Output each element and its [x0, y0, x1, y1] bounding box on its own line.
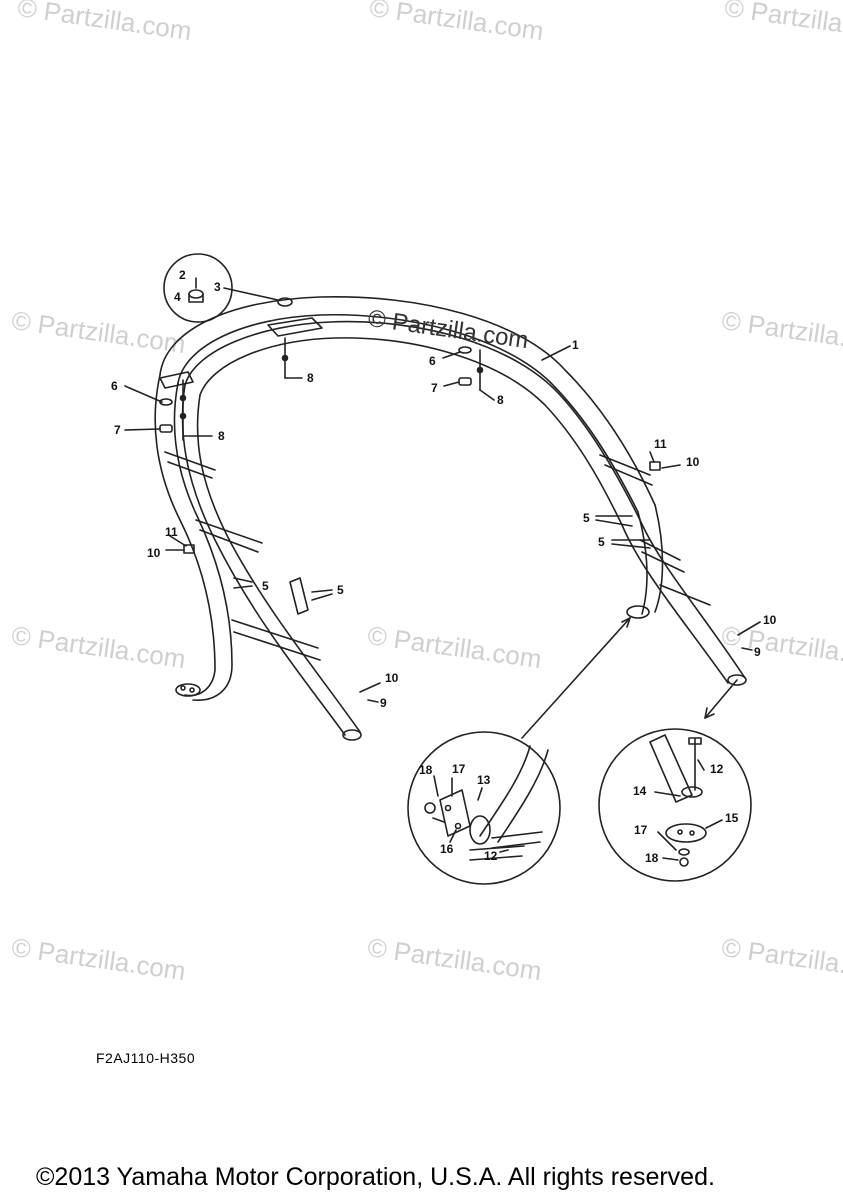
- callout-8: 8: [497, 393, 504, 407]
- callout-7: 7: [431, 381, 438, 395]
- tower-inner-arch-top: [184, 320, 641, 521]
- callout-10: 10: [147, 546, 161, 560]
- right-rear-leg: [639, 519, 746, 679]
- callout-8: 8: [307, 371, 314, 385]
- callout-4: 4: [174, 290, 181, 304]
- callout-5: 5: [337, 583, 344, 597]
- callout-9: 9: [380, 696, 387, 710]
- callout-5: 5: [262, 579, 269, 593]
- callout-6: 6: [429, 354, 436, 368]
- callout-2: 2: [179, 268, 186, 282]
- callout-14: 14: [633, 784, 647, 798]
- callout-5: 5: [583, 511, 590, 525]
- left-rear-leg: [181, 384, 346, 736]
- callout-3: 3: [214, 280, 221, 294]
- callout-13: 13: [477, 773, 491, 787]
- callout-11: 11: [165, 525, 178, 539]
- callout-17: 17: [452, 762, 466, 776]
- detail-circle-cap: [163, 253, 233, 323]
- callout-17: 17: [634, 823, 648, 837]
- right-front-leg: [654, 504, 664, 613]
- callout-15: 15: [725, 811, 739, 825]
- callout-12: 12: [484, 849, 498, 863]
- callout-11: 11: [654, 437, 667, 451]
- callout-8: 8: [218, 429, 225, 443]
- callout-5: 5: [598, 535, 605, 549]
- callout-6: 6: [111, 379, 118, 393]
- tower-inner-arch-bottom: [199, 337, 623, 526]
- callout-10: 10: [686, 455, 700, 469]
- detail-circle-rear-mount: [407, 731, 561, 885]
- callout-10: 10: [763, 613, 777, 627]
- callout-16: 16: [440, 842, 454, 856]
- copyright-notice: ©2013 Yamaha Motor Corporation, U.S.A. A…: [36, 1163, 715, 1191]
- left-front-leg: [154, 374, 216, 697]
- detail-circle-front-mount: [598, 728, 752, 882]
- callout-12: 12: [710, 762, 724, 776]
- tower-outer-arch-bottom: [177, 313, 639, 513]
- callout-9: 9: [754, 645, 761, 659]
- callout-7: 7: [114, 423, 121, 437]
- callout-18: 18: [419, 763, 433, 777]
- part-number: F2AJ110-H350: [96, 1050, 196, 1066]
- callout-1: 1: [572, 338, 579, 352]
- callout-10: 10: [385, 671, 399, 685]
- callout-18: 18: [645, 851, 659, 865]
